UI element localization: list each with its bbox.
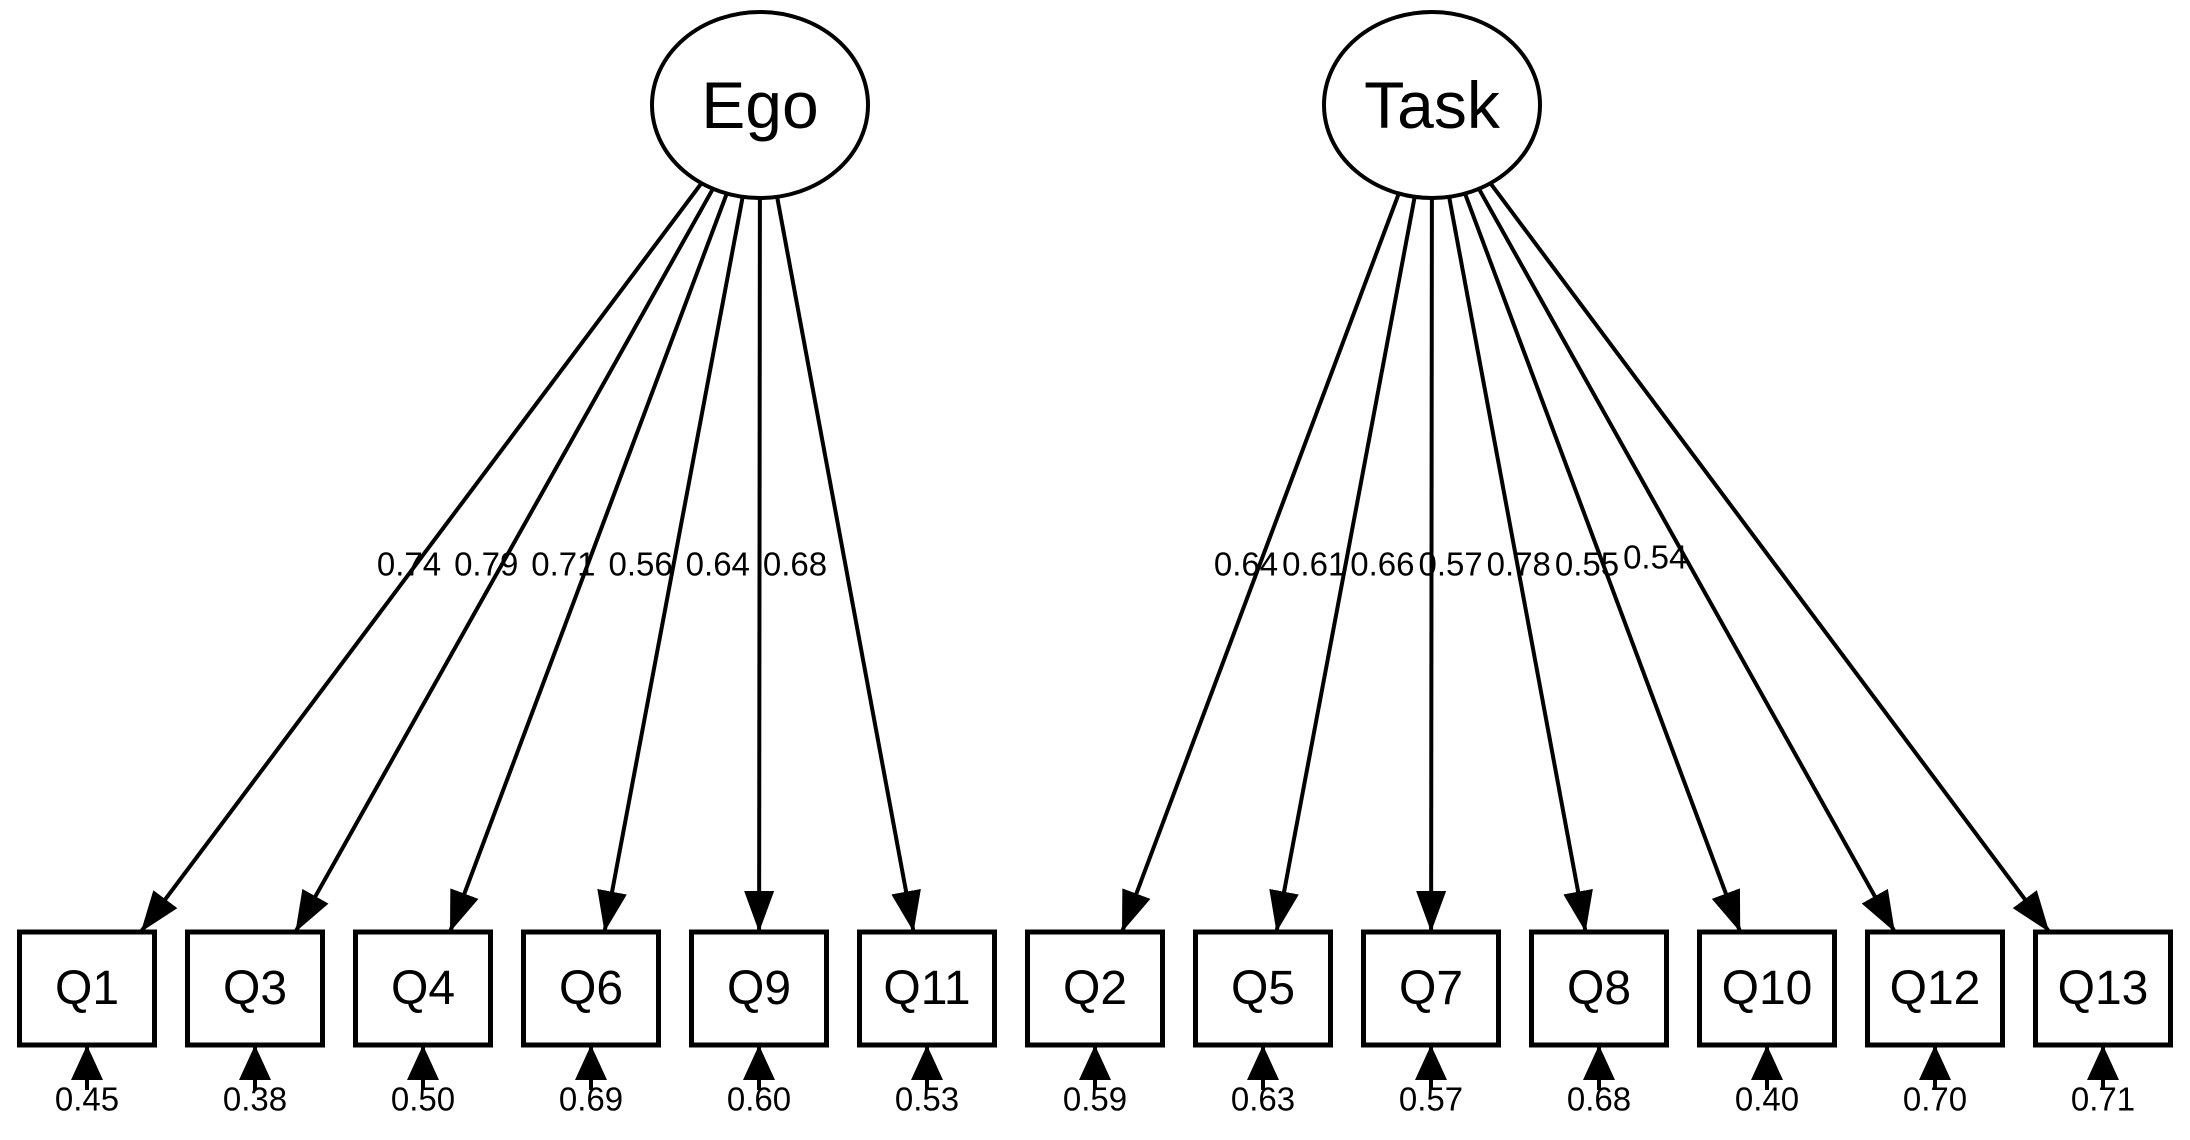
loading-path-task-q2 <box>1120 192 1401 933</box>
loading-value-q6: 0.56 <box>608 546 672 583</box>
indicator-box-q7 <box>1361 929 1501 1048</box>
error-value-q2: 0.59 <box>1063 1081 1127 1118</box>
indicator-label-q12: Q12 <box>1890 962 1981 1015</box>
error-value-q13: 0.71 <box>2071 1081 2135 1118</box>
indicator-box-q5 <box>1193 929 1333 1048</box>
latent-factor-ego <box>650 10 870 200</box>
indicator-label-q10: Q10 <box>1722 962 1813 1015</box>
indicator-label-q9: Q9 <box>727 962 791 1015</box>
indicator-label-q11: Q11 <box>883 962 970 1015</box>
error-value-q3: 0.38 <box>223 1081 287 1118</box>
loading-value-q13: 0.54 <box>1623 539 1687 576</box>
indicator-box-q10 <box>1697 929 1837 1048</box>
loading-value-q9: 0.64 <box>686 546 750 583</box>
error-value-q8: 0.68 <box>1567 1081 1631 1118</box>
loading-path-ego-q6 <box>597 196 745 933</box>
indicator-box-q3 <box>185 929 325 1048</box>
error-value-q9: 0.60 <box>727 1081 791 1118</box>
error-value-q4: 0.50 <box>391 1081 455 1118</box>
latent-factor-label-ego: Ego <box>701 68 818 142</box>
indicator-label-q1: Q1 <box>55 962 119 1015</box>
indicator-label-q13: Q13 <box>2058 962 2149 1015</box>
indicator-label-q5: Q5 <box>1231 962 1295 1015</box>
error-value-q11: 0.53 <box>895 1081 959 1118</box>
loading-value-q3: 0.79 <box>454 546 518 583</box>
loading-value-q8: 0.57 <box>1418 546 1482 583</box>
indicator-box-q4 <box>353 929 493 1048</box>
loading-path-task-q5 <box>1269 196 1417 933</box>
loading-path-ego-q4 <box>448 192 729 933</box>
loading-path-task-q7 <box>1416 197 1447 933</box>
loading-value-q5: 0.61 <box>1282 546 1346 583</box>
loading-value-q10: 0.78 <box>1487 546 1551 583</box>
factor-group-task: 0.64Q20.590.61Q50.630.66Q70.570.57Q80.68… <box>1025 10 2173 1118</box>
error-value-q6: 0.69 <box>559 1081 623 1118</box>
indicator-label-q7: Q7 <box>1399 962 1463 1015</box>
indicator-box-q11 <box>857 929 997 1048</box>
indicator-label-q4: Q4 <box>391 962 455 1015</box>
indicator-label-q3: Q3 <box>223 962 287 1015</box>
loading-value-q1: 0.74 <box>377 546 441 583</box>
loading-path-task-q8 <box>1447 196 1593 933</box>
loading-path-ego-q9 <box>744 197 775 933</box>
error-value-q1: 0.45 <box>55 1081 119 1118</box>
error-value-q12: 0.70 <box>1903 1081 1967 1118</box>
loading-path-task-q13 <box>1488 182 2051 934</box>
latent-factor-task <box>1322 10 1542 200</box>
indicator-label-q2: Q2 <box>1063 962 1127 1015</box>
loading-value-q2: 0.64 <box>1214 546 1278 583</box>
error-value-q7: 0.57 <box>1399 1081 1463 1118</box>
loading-value-q11: 0.68 <box>763 546 827 583</box>
loading-value-q12: 0.55 <box>1555 546 1619 583</box>
loading-path-task-q12 <box>1477 187 1897 933</box>
loading-value-q7: 0.66 <box>1350 546 1414 583</box>
indicator-label-q8: Q8 <box>1567 962 1631 1015</box>
loading-path-task-q10 <box>1463 192 1743 933</box>
latent-factor-label-task: Task <box>1364 68 1501 142</box>
loading-value-q4: 0.71 <box>531 546 595 583</box>
error-value-q10: 0.40 <box>1735 1081 1799 1118</box>
indicator-label-q6: Q6 <box>559 962 623 1015</box>
loading-path-ego-q1 <box>139 182 704 934</box>
loading-path-ego-q3 <box>293 187 715 933</box>
error-value-q5: 0.63 <box>1231 1081 1295 1118</box>
loading-path-ego-q11 <box>775 196 921 933</box>
